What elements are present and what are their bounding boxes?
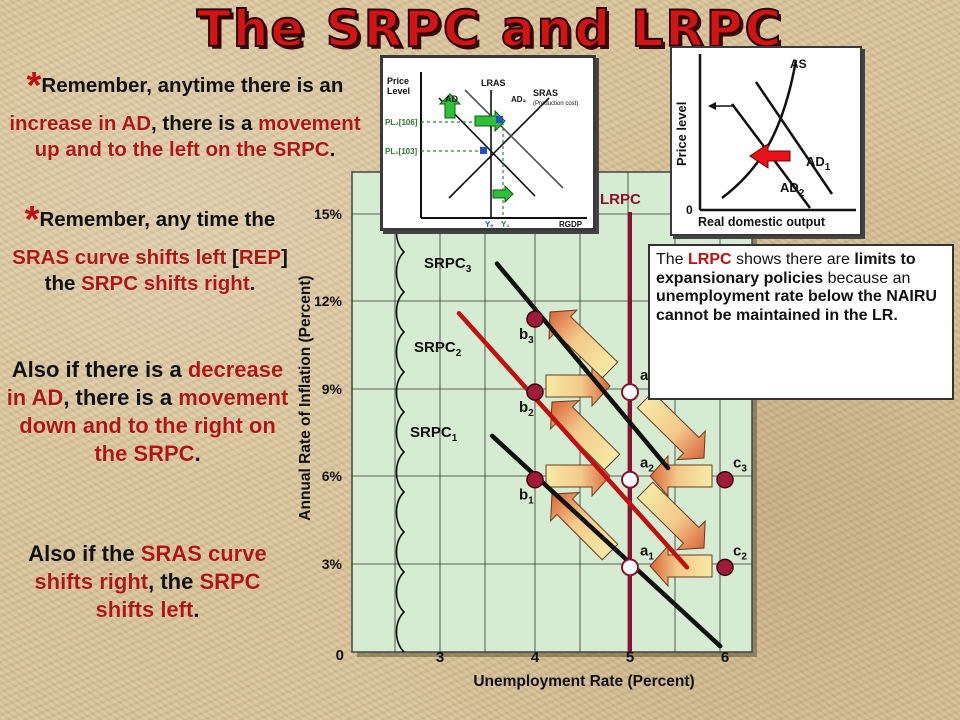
point-label-a1: a1 xyxy=(640,542,654,562)
point-b3-icon xyxy=(526,310,544,328)
point-label-a2: a2 xyxy=(640,455,654,475)
inset-green-arrow-icon xyxy=(492,184,514,204)
x-tick-label: 5 xyxy=(626,649,634,666)
arrow-a3-to-c3-icon xyxy=(636,391,706,461)
arrow-b2-to-a3-icon xyxy=(545,364,611,408)
inset-point-icon xyxy=(480,147,487,154)
arrow-b2-to-a3-icon-shape xyxy=(545,364,611,408)
lrpc-label: LRPC xyxy=(600,191,641,208)
inset-y-title: Price xyxy=(387,76,409,86)
inset2-arrowhead-icon xyxy=(708,102,716,110)
inset2-red-arrow-icon xyxy=(749,143,791,169)
inset2-ad1-label: AD1 xyxy=(806,154,831,173)
point-b2-icon xyxy=(526,383,544,401)
x-tick-label: 3 xyxy=(436,649,444,666)
srpc-curve-2 xyxy=(456,311,690,570)
inset-pl2-label: PL₂[106] xyxy=(385,118,418,127)
asterisk-icon: * xyxy=(24,199,40,241)
inset2-ylabel: Price level xyxy=(674,102,689,166)
srpc-curve-1 xyxy=(490,433,723,649)
inset-ad-decrease-graph: Price level Real domestic output 0 AS AD… xyxy=(672,48,860,234)
inset-sras-line xyxy=(448,97,550,199)
y-tick-label: 15% xyxy=(314,206,343,222)
inset2-xlabel: Real domestic output xyxy=(698,215,826,229)
srpc-curve-3 xyxy=(494,261,671,471)
origin-label: 0 xyxy=(336,647,344,664)
arrow-a2-to-c2-icon xyxy=(636,481,706,551)
inset-ad-as-lras: Price Level PL₂[106] PL₁[103] AD LRAS AD… xyxy=(380,55,596,231)
inset2-as-label: AS xyxy=(790,57,807,71)
y-tick-label: 9% xyxy=(322,381,343,397)
inset-yf-label: Yₑ xyxy=(485,220,493,228)
x-tick-label: 4 xyxy=(531,649,540,666)
note-sras-shift-left: *Remember, any time the SRAS curve shift… xyxy=(12,199,288,295)
inset-y-title: Level xyxy=(387,86,410,96)
inset-ad2-label: AD₂ xyxy=(511,95,527,104)
inset-ad-decrease: Price level Real domestic output 0 AS AD… xyxy=(670,46,862,236)
x-axis-label: Unemployment Rate (Percent) xyxy=(473,673,694,690)
point-c2-icon xyxy=(716,558,734,577)
point-label-c3: c3 xyxy=(733,455,747,475)
srpc-label-2: SRPC2 xyxy=(414,339,462,359)
arrow-a1-to-b1-icon-shape xyxy=(550,492,619,561)
y-axis-label: Annual Rate of Inflation (Percent) xyxy=(297,275,314,520)
lrpc-info-box: The LRPC shows there are limits to expan… xyxy=(648,244,954,400)
arrow-c2-to-a1-icon-shape xyxy=(649,544,713,588)
y-tick-label: 6% xyxy=(322,468,343,484)
point-label-b3: b3 xyxy=(519,326,534,346)
inset2-origin: 0 xyxy=(686,203,693,217)
inset-point-icon xyxy=(496,116,503,123)
arrow-a1-to-b1-icon xyxy=(550,492,619,561)
inset2-ad1-line xyxy=(754,81,834,195)
point-a3-icon xyxy=(621,383,639,402)
inset-lras-label: LRAS xyxy=(481,78,506,88)
inset2-ad2-label: AD2 xyxy=(780,180,805,199)
point-label-c2: c2 xyxy=(733,542,747,562)
y-tick-label: 12% xyxy=(314,293,343,309)
inset-green-arrow-icon xyxy=(438,93,462,119)
note-ad-increase: *Remember, anytime there is an increase … xyxy=(9,65,361,161)
x-tick-label: 6 xyxy=(721,649,729,666)
inset-sras-label: SRAS xyxy=(533,88,558,98)
arrow-a3-to-c3-icon-shape xyxy=(636,391,706,461)
note-ad-decrease: Also if there is a decrease in AD, there… xyxy=(6,357,289,467)
inset-rgdp-label: RGDP xyxy=(559,220,583,228)
inset-pl1-label: PL₁[103] xyxy=(385,147,418,156)
point-b1-icon xyxy=(526,470,544,489)
point-label-b2: b2 xyxy=(519,399,534,419)
axis-break-line xyxy=(395,171,406,653)
point-label-b1: b1 xyxy=(519,487,534,507)
srpc-label-1: SRPC1 xyxy=(410,424,458,444)
point-a2-icon xyxy=(621,470,639,489)
point-c3-icon xyxy=(716,470,734,489)
y-tick-label: 3% xyxy=(322,556,343,572)
point-a1-icon xyxy=(621,558,639,577)
note-sras-shift-right: Also if the SRAS curve shifts right, the… xyxy=(28,541,267,623)
inset-y1-label: Y₁ xyxy=(501,220,510,228)
arrow-a2-to-c2-icon-shape xyxy=(636,481,706,551)
inset2-as-curve xyxy=(721,59,798,199)
arrow-c2-to-a1-icon xyxy=(649,544,713,588)
inset-ad2-line xyxy=(464,89,564,189)
srpc-label-3: SRPC3 xyxy=(424,255,472,275)
inset-ad-as-lras-graph: Price Level PL₂[106] PL₁[103] AD LRAS AD… xyxy=(383,58,593,229)
inset-ad-label: AD xyxy=(445,94,458,104)
inset-sras-note: (Production cost) xyxy=(533,101,578,107)
asterisk-icon: * xyxy=(26,65,42,107)
